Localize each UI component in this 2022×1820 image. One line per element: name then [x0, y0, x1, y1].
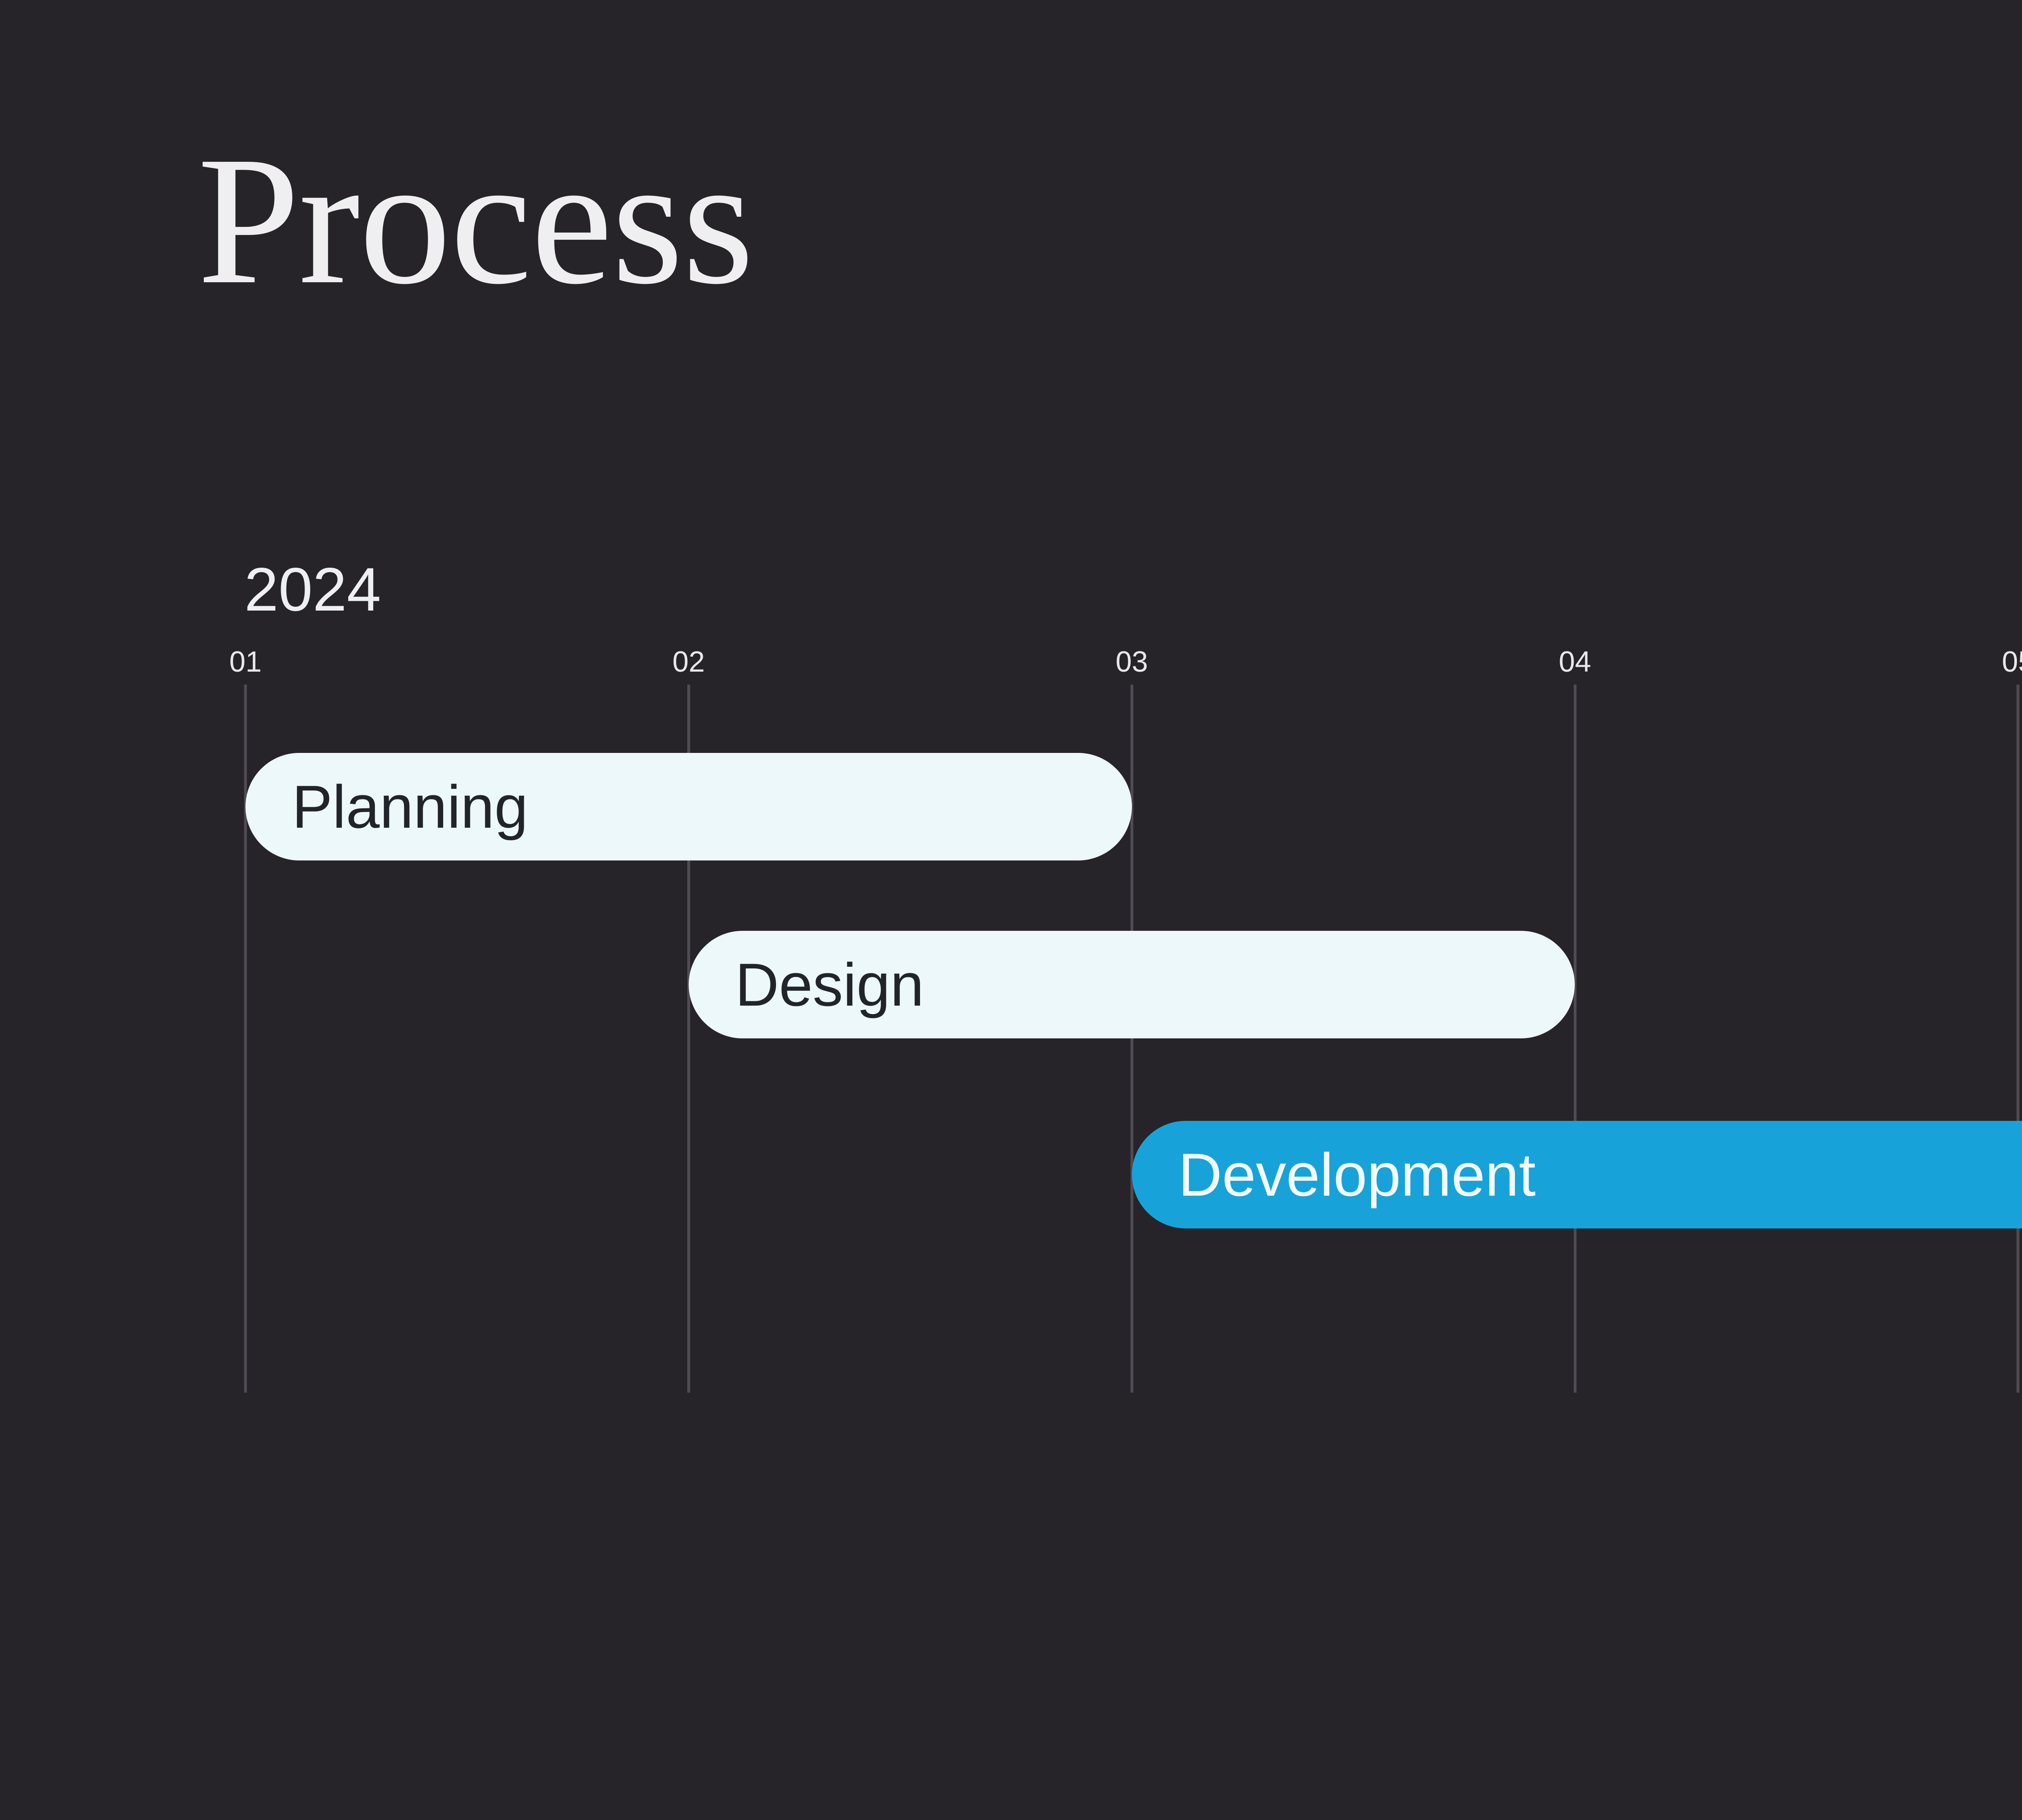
task-bar-label: Design — [735, 951, 924, 1019]
month-gridline-05 — [2016, 685, 2020, 1393]
task-bar-design: Design — [688, 931, 1575, 1038]
month-label-04: 04 — [1559, 646, 1591, 678]
month-label-02: 02 — [672, 646, 705, 678]
month-label-01: 01 — [229, 646, 262, 678]
page-title: Process — [197, 119, 754, 322]
month-gridline-01 — [244, 685, 247, 1393]
month-label-05: 05 — [2002, 646, 2022, 678]
task-bar-development: Development — [1132, 1121, 2022, 1228]
task-bar-planning: Planning — [245, 753, 1132, 860]
gantt-chart: 01020304050607 PlanningDesignDevelopment… — [229, 646, 2022, 1416]
task-bar-label: Planning — [292, 773, 528, 841]
month-gridline-03 — [1130, 685, 1134, 1393]
month-label-03: 03 — [1115, 646, 1148, 678]
task-bar-label: Development — [1178, 1141, 1536, 1209]
year-label: 2024 — [244, 555, 381, 624]
month-gridline-02 — [687, 685, 690, 1393]
month-gridline-04 — [1574, 685, 1576, 1393]
